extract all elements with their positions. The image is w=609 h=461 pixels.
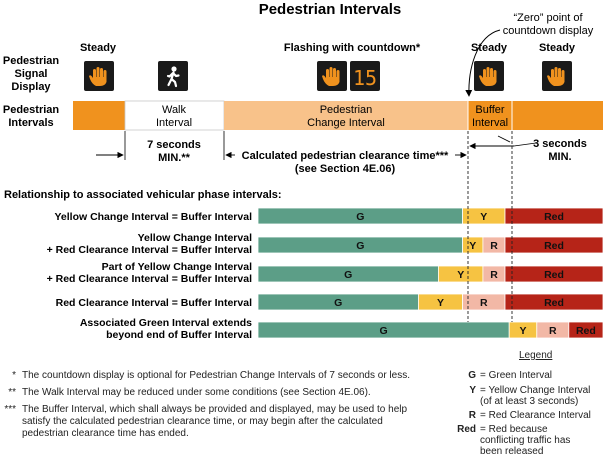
signal-steady-label-1: Steady <box>80 42 117 54</box>
change-interval-segment <box>224 101 468 130</box>
phase-row-4-segment-red-label: Red <box>544 297 564 309</box>
phase-row-1-segment-red-label: Red <box>544 211 564 223</box>
three-seconds-label-line1: 3 seconds <box>533 138 587 150</box>
phase-row-1-segment-y-label: Y <box>480 211 487 223</box>
phase-row-2-label-line2: + Red Clearance Interval = Buffer Interv… <box>47 244 252 256</box>
phase-row-2-segment-red <box>504 236 604 254</box>
phase-row-4-segment-red <box>504 293 604 311</box>
phase-row-5-segment-g-label: G <box>380 325 388 337</box>
phase-row-3-label-line2: + Red Clearance Interval = Buffer Interv… <box>47 273 252 285</box>
dont-walk-interval-segment <box>73 101 125 130</box>
pedestrian-intervals-bar: Walk Interval Pedestrian Change Interval… <box>73 100 603 131</box>
hand-icon <box>547 67 565 86</box>
footnote-3: *** The Buffer Interval, which shall alw… <box>4 404 408 439</box>
signal-steady-label-3: Steady <box>539 42 576 54</box>
walk-interval-label-line1: Walk <box>162 104 187 116</box>
countdown-display: 15 <box>350 61 380 91</box>
intervals-label-line1: Pedestrian <box>3 104 60 116</box>
clearance-time-label-line2: (see Section 4E.06) <box>295 163 396 175</box>
seven-seconds-label-line1: 7 seconds <box>147 139 201 151</box>
zero-point-label-line2: countdown display <box>503 25 594 37</box>
zero-point-arrow <box>465 29 501 97</box>
hand-signal-3 <box>542 61 572 91</box>
phase-row-4-segment-g-label: G <box>334 297 342 309</box>
legend-title: Legend <box>519 350 553 361</box>
countdown-number: 15 <box>353 66 377 90</box>
final-dont-walk-segment <box>512 101 603 130</box>
phase-row-3-segment-r-label: R <box>490 269 498 281</box>
walk-interval-label-line2: Interval <box>156 117 192 129</box>
phase-row-4-label-line1: Red Clearance Interval = Buffer Interval <box>56 297 252 309</box>
hand-icon <box>479 67 497 86</box>
three-seconds-label-line2: MIN. <box>548 151 571 163</box>
phase-row-3-segment-red <box>504 265 604 283</box>
signal-flashing-label: Flashing with countdown* <box>284 42 421 54</box>
diagram-title: Pedestrian Intervals <box>259 1 402 18</box>
signal-display-label-line3: Display <box>11 81 51 93</box>
flashing-hand-signal <box>317 61 347 91</box>
phase-row-5-segment-red <box>568 321 604 339</box>
buffer-interval-label-line1: Buffer <box>475 104 504 116</box>
phase-row-5-segment-y-label: Y <box>519 325 526 337</box>
phase-row-3-segment-y-label: Y <box>457 269 464 281</box>
signal-display-label-line1: Pedestrian <box>3 55 60 67</box>
hand-icon <box>89 67 107 86</box>
walk-signal <box>158 61 188 91</box>
buffer-interval-label-line2: Interval <box>472 117 508 129</box>
phase-row-5-label-line2: beyond end of Buffer Interval <box>106 329 252 341</box>
buffer-interval-segment <box>468 101 512 130</box>
hand-icon <box>322 67 340 86</box>
phase-row-2-segment-g-label: G <box>356 240 364 252</box>
relationship-heading: Relationship to associated vehicular pha… <box>4 189 282 201</box>
clearance-time-label-line1: Calculated pedestrian clearance time*** <box>242 150 449 162</box>
phase-row-1-segment-red <box>504 207 604 225</box>
hand-signal-2 <box>474 61 504 91</box>
phase-row-2-segment-red-label: Red <box>544 240 564 252</box>
phase-row-5-segment-red-label: Red <box>576 325 596 337</box>
change-interval-label-line1: Pedestrian <box>320 104 373 116</box>
signal-steady-label-2: Steady <box>471 42 508 54</box>
phase-row-2-segment-y-label: Y <box>469 240 476 252</box>
phase-row-3-segment-g-label: G <box>344 269 352 281</box>
phase-row-2-label-line1: Yellow Change Interval <box>138 232 252 244</box>
phase-row-4-segment-r-label: R <box>480 297 488 309</box>
phase-row-5-segment-r-label: R <box>549 325 557 337</box>
intervals-label-line2: Intervals <box>8 117 53 129</box>
zero-point-label-line1: “Zero” point of <box>513 12 583 24</box>
signal-display-label-line2: Signal <box>14 68 47 80</box>
phase-row-4-segment-y-label: Y <box>437 297 444 309</box>
vehicular-phase-rows: Yellow Change Interval = Buffer Interval… <box>47 207 604 341</box>
phase-row-5-label-line1: Associated Green Interval extends <box>80 317 252 329</box>
walking-person-icon <box>166 66 180 88</box>
phase-row-1-label-line1: Yellow Change Interval = Buffer Interval <box>54 211 252 223</box>
walk-interval-segment <box>124 100 225 131</box>
phase-row-1-segment-g-label: G <box>356 211 364 223</box>
hand-signal-1 <box>84 61 114 91</box>
phase-row-2-segment-r-label: R <box>490 240 498 252</box>
phase-row-3-segment-red-label: Red <box>544 269 564 281</box>
seven-seconds-label-line2: MIN.** <box>158 152 191 164</box>
phase-row-3-label-line1: Part of Yellow Change Interval <box>102 261 252 273</box>
change-interval-label-line2: Change Interval <box>307 117 385 129</box>
